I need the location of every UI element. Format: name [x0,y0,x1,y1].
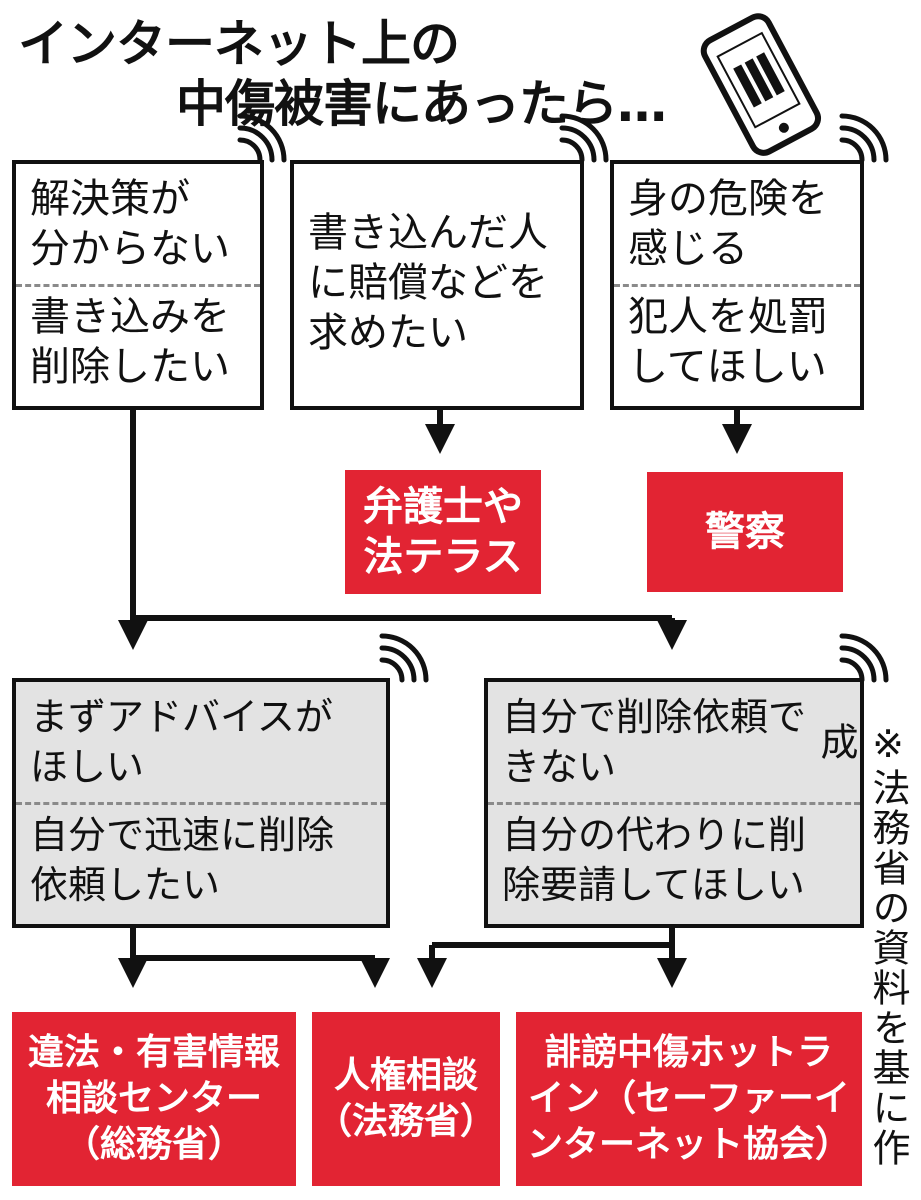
box-text: 身の危険を 感じる [628,176,828,272]
box-text: 書き込みを 削除したい [30,294,230,390]
police-box: 警察 [647,472,843,592]
wifi-signal-icon [842,636,886,680]
situation-box-danger: 身の危険を 感じる 犯人を処罰 してほしい [610,160,864,410]
source-note: ※法務省の資料を基に作成 [814,722,910,1168]
title-line-1: インターネット上の [18,15,460,73]
divider [16,284,260,287]
advice-box: まずアドバイスが ほしい 自分で迅速に削除 依頼したい [12,678,390,928]
box-label: 弁護士や 法テラス [363,484,523,580]
box-text: 解決策が 分からない [30,176,230,272]
box-label: 誹謗中傷ホットラ イン（セーファーイ ンターネット協会） [526,1032,851,1165]
box-text: 自分で迅速に削除 依頼したい [30,813,335,907]
title-line-2: 中傷被害にあったら… [176,75,667,133]
wifi-signal-icon [842,116,886,160]
lawyer-houterasu-box: 弁護士や 法テラス [345,470,541,594]
illegal-harmful-info-center-box: 違法・有害情報 相談センター （総務省） [12,1012,296,1186]
box-label: 警察 [705,509,785,555]
box-text: 自分で削除依頼で きない [502,695,807,789]
situation-box-deletion: 解決策が 分からない 書き込みを 削除したい [12,160,264,410]
human-rights-consultation-box: 人権相談 （法務省） [312,1012,500,1186]
box-label: 人権相談 （法務省） [315,1055,496,1142]
defamation-hotline-box: 誹謗中傷ホットラ イン（セーファーイ ンターネット協会） [516,1012,862,1186]
page-title: インターネット上の 中傷被害にあったら… [18,14,667,134]
situation-box-compensation: 書き込んだ人 に賠償などを 求めたい [290,160,584,410]
wifi-signal-icon [382,636,426,680]
divider [488,802,860,805]
divider [614,284,860,287]
box-text: 書き込んだ人 に賠償などを 求めたい [308,210,548,356]
deletion-request-box: 自分で削除依頼で きない 自分の代わりに削 除要請してほしい [484,678,864,928]
box-text: 犯人を処罰 してほしい [628,294,828,390]
box-label: 違法・有害情報 相談センター （総務省） [27,1032,280,1165]
box-text: まずアドバイスが ほしい [30,695,333,789]
box-text: 自分の代わりに削 除要請してほしい [502,813,807,907]
divider [16,802,386,805]
smartphone-icon [700,13,822,156]
